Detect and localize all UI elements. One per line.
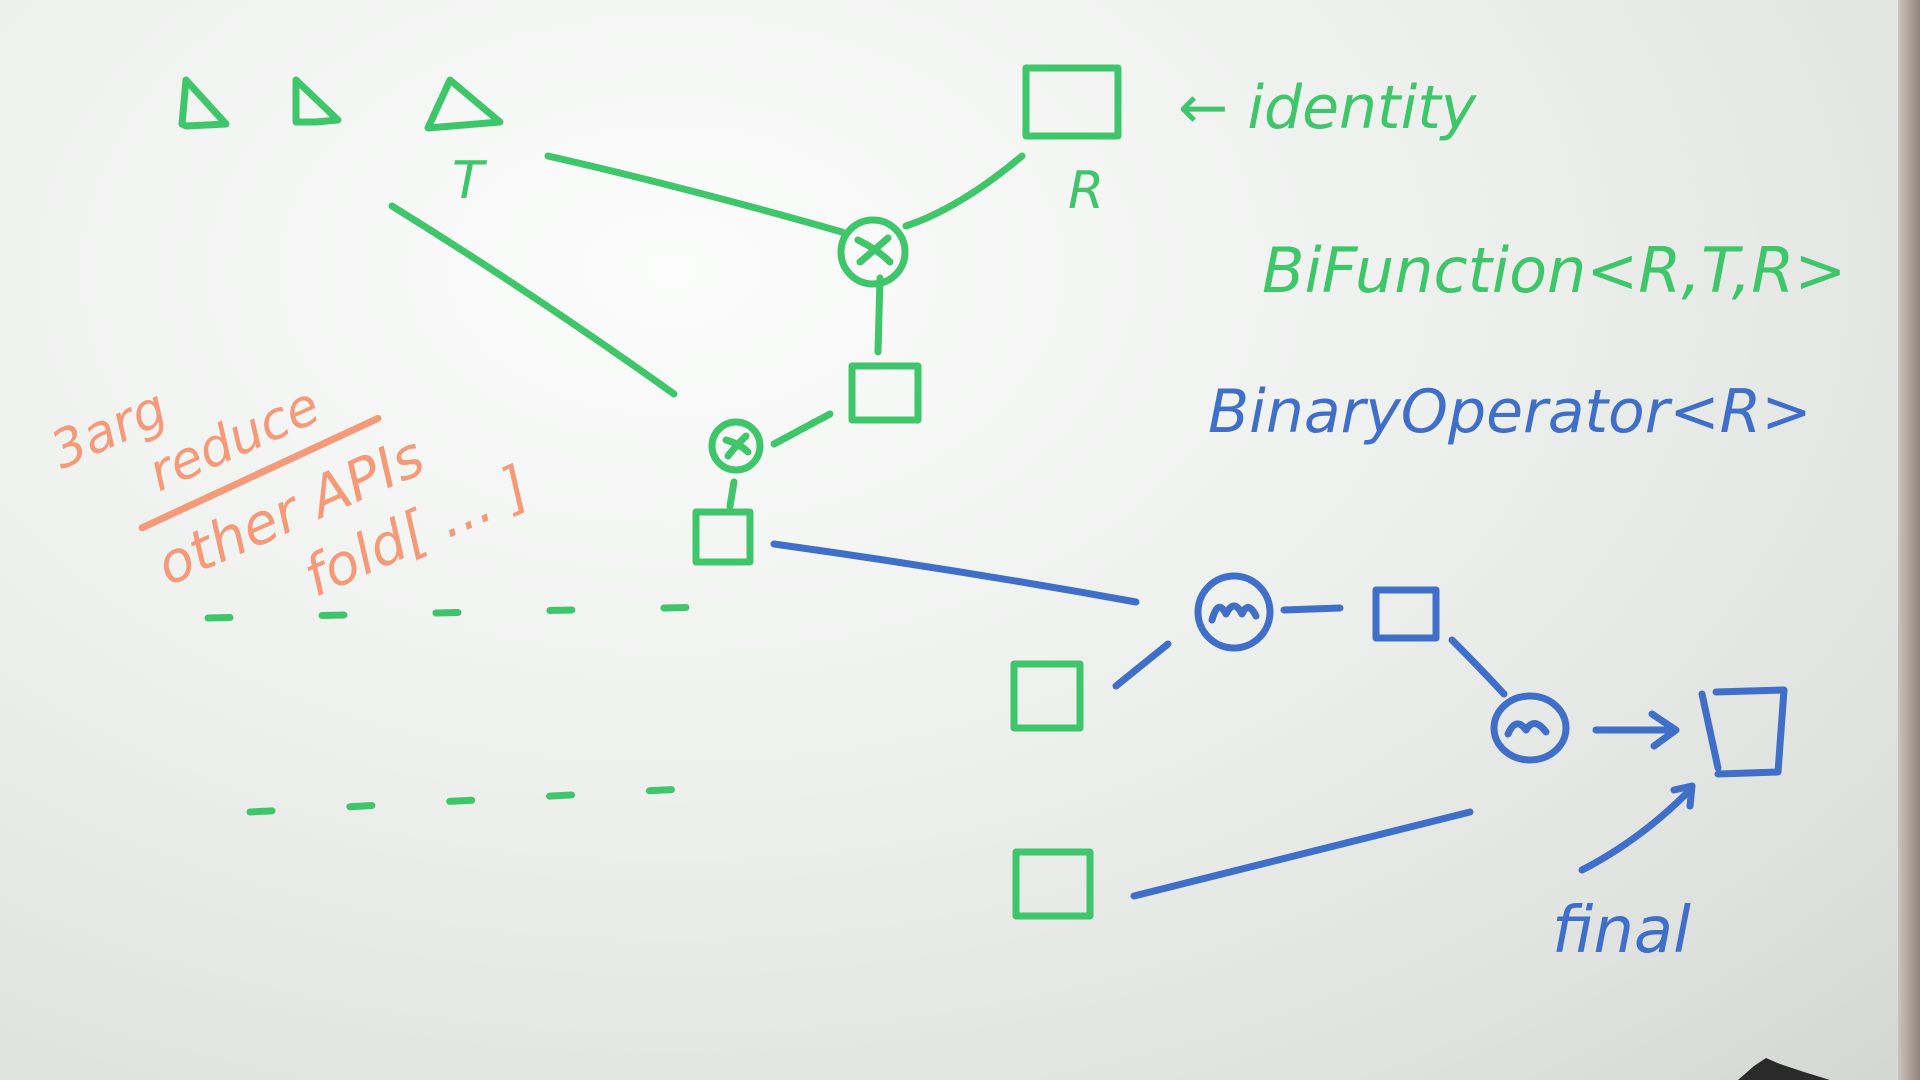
combiner-cross-1 [854, 234, 894, 266]
partial-box-4 [1012, 848, 1094, 920]
arrow-operator-2-to-final [1592, 710, 1680, 750]
combined-box-1 [1372, 586, 1440, 642]
operator-circle-1 [1194, 572, 1274, 652]
identity-box [1022, 64, 1122, 140]
operator-squiggle-2 [1504, 720, 1550, 738]
binary-operator-label: BinaryOperator<R> [1208, 377, 1812, 447]
triangle-1 [178, 76, 230, 130]
presenter-hand [1738, 1058, 1830, 1080]
combiner-cross-2 [722, 432, 752, 460]
dashed-separator-lower [246, 782, 744, 816]
partial-box-2 [692, 508, 754, 566]
combiner-circle-1 [837, 216, 909, 288]
side-note-divider [138, 414, 382, 532]
identity-label: ← identity [1178, 73, 1478, 143]
line-partial-2-to-operator-1 [770, 540, 1140, 606]
combiner-circle-2 [708, 418, 764, 474]
final-label: final [1552, 894, 1691, 968]
blue-connectors [770, 540, 1696, 900]
combiner-1 [837, 216, 909, 288]
line-box-to-combiner-2 [770, 410, 834, 448]
combiner-2 [708, 418, 764, 474]
triangle-3 [424, 76, 504, 132]
dashed-separator-upper [204, 602, 756, 622]
partial-box-1 [848, 362, 922, 424]
board-frame-edge [1898, 0, 1920, 1080]
line-combiner-2-to-box [726, 478, 738, 510]
operator-squiggle-1 [1208, 602, 1260, 624]
line-t-to-combiner-1 [544, 152, 846, 236]
element-triangles [178, 76, 504, 132]
line-combiner-1-to-box [874, 274, 884, 356]
operator-2 [1490, 692, 1570, 764]
line-element-to-combiner-2 [388, 202, 678, 398]
green-connectors [388, 152, 1026, 510]
line-box-to-operator-2 [1448, 636, 1508, 698]
arrow-final-label [1578, 782, 1696, 874]
line-partial-3-to-operator-1 [1112, 640, 1172, 690]
triangle-2 [292, 76, 342, 126]
t-label: T [452, 151, 488, 211]
partial-box-3 [1010, 660, 1084, 732]
line-operator-1-to-box [1280, 604, 1344, 614]
line-partial-4-to-final [1130, 808, 1474, 900]
side-note: 3arg reduce other APIs fold[ ... ] [42, 376, 538, 610]
r-label: R [1068, 161, 1104, 221]
bifunction-label: BiFunction<R,T,R> [1262, 234, 1846, 307]
operator-circle-2 [1490, 692, 1570, 764]
line-r-to-combiner-1 [902, 152, 1026, 230]
operator-1 [1194, 572, 1274, 652]
final-result-box [1698, 686, 1788, 778]
